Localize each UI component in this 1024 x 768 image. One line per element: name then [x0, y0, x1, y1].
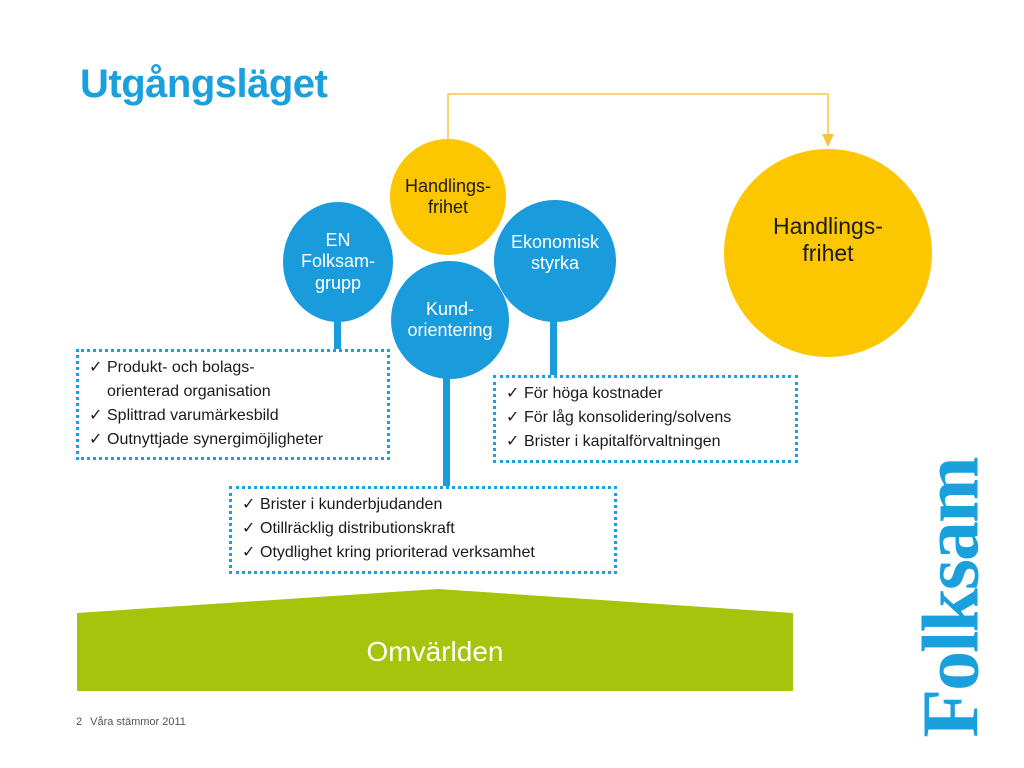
stem-center	[443, 376, 450, 486]
circle-ekonomisk-styrka-label: Ekonomisk styrka	[510, 231, 600, 273]
footer-text: Våra stämmor 2011	[90, 716, 186, 728]
list-item: ✓Otydlighet kring prioriterad verksamhet	[242, 541, 608, 565]
check-icon: ✓	[242, 496, 256, 513]
check-icon: ✓	[89, 407, 103, 424]
circle-handlingsfrihet-large-label: Handlings- frihet	[773, 212, 883, 266]
box-center: ✓Brister i kunderbjudanden ✓Otillräcklig…	[229, 486, 617, 574]
page-number: 2	[76, 716, 83, 728]
circle-handlingsfrihet-large: Handlings- frihet	[724, 149, 932, 357]
list-item: ✓Otillräcklig distributionskraft	[242, 517, 608, 541]
list-item: ✓Splittrad varumärkesbild	[89, 404, 381, 428]
circle-ekonomisk-styrka: Ekonomisk styrka	[494, 200, 616, 322]
circle-en-folksam-grupp-label: EN Folksam- grupp	[300, 230, 375, 293]
box-right: ✓För höga kostnader ✓För låg konsolideri…	[493, 375, 798, 463]
check-icon: ✓	[506, 409, 520, 426]
omvarlden-label: Omvärlden	[366, 636, 504, 667]
circle-kundorientering: Kund- orientering	[391, 261, 509, 379]
stem-left	[334, 318, 341, 350]
list-item: ✓För höga kostnader	[506, 382, 789, 406]
list-item: ✓Brister i kunderbjudanden	[242, 493, 608, 517]
check-icon: ✓	[242, 520, 256, 537]
page-title: Utgångsläget	[80, 62, 328, 106]
list-item: ✓Outnyttjade synergimöjligheter	[89, 428, 381, 452]
check-icon: ✓	[242, 544, 256, 561]
list-item: ✓Produkt- och bolags- orienterad organis…	[89, 356, 381, 404]
footer: 2 Våra stämmor 2011	[76, 716, 194, 728]
circle-en-folksam-grupp: EN Folksam- grupp	[283, 202, 393, 322]
list-item: ✓Brister i kapitalförvaltningen	[506, 430, 789, 454]
list-item: ✓För låg konsolidering/solvens	[506, 406, 789, 430]
box-left: ✓Produkt- och bolags- orienterad organis…	[76, 349, 390, 460]
check-icon: ✓	[89, 431, 103, 448]
circle-handlingsfrihet-small: Handlings- frihet	[390, 139, 506, 255]
check-icon: ✓	[89, 359, 103, 376]
stem-right	[550, 316, 557, 376]
circle-kundorientering-label: Kund- orientering	[407, 298, 493, 340]
folksam-logo: Folksam	[907, 458, 996, 738]
check-icon: ✓	[506, 433, 520, 450]
circle-handlingsfrihet-small-label: Handlings- frihet	[404, 175, 492, 217]
check-icon: ✓	[506, 385, 520, 402]
